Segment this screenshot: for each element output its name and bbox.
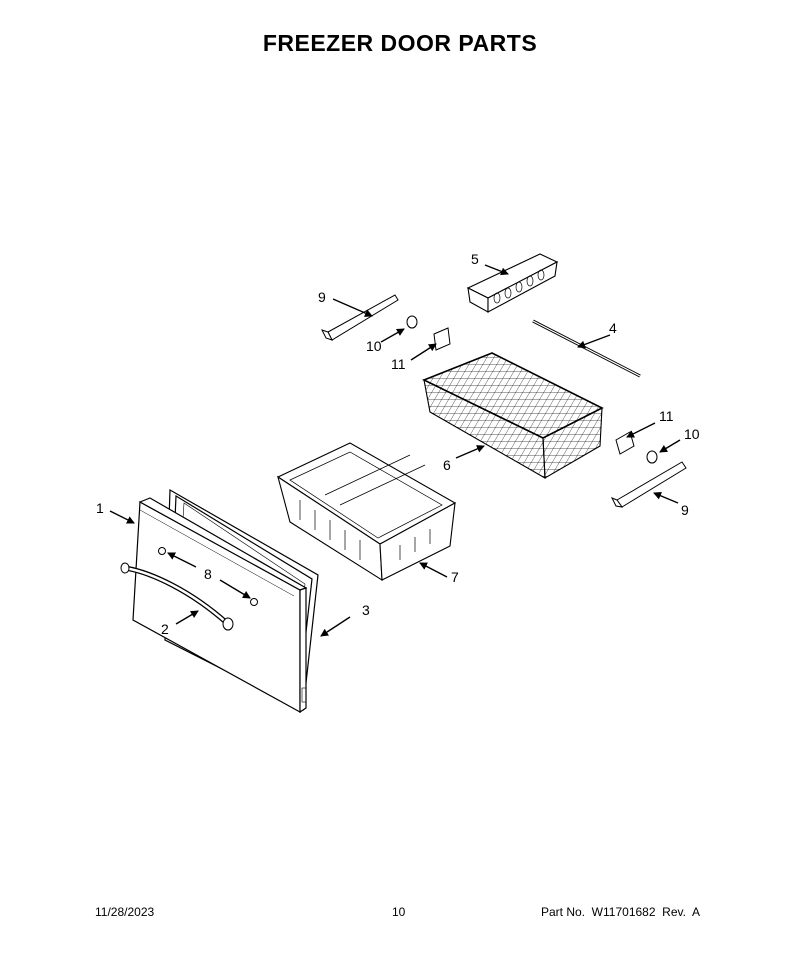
clip-part xyxy=(433,327,635,455)
lower-bin-part xyxy=(276,442,457,582)
callout-9-upper: 9 xyxy=(318,289,326,305)
slide-rail-right-part xyxy=(610,461,687,508)
callout-7: 7 xyxy=(451,569,459,585)
callout-3: 3 xyxy=(362,602,370,618)
callout-8: 8 xyxy=(204,566,212,582)
callout-9-lower: 9 xyxy=(681,502,689,518)
footer-part-number: Part No. W11701682 Rev. A xyxy=(541,905,700,919)
handle-screw-part xyxy=(158,547,258,606)
callout-5: 5 xyxy=(471,251,479,267)
callout-1: 1 xyxy=(96,500,104,516)
footer-page-number: 10 xyxy=(392,905,406,919)
callout-4: 4 xyxy=(609,320,617,336)
callout-10-lower: 10 xyxy=(684,426,700,442)
roller-part xyxy=(406,315,658,464)
rod-part xyxy=(532,319,641,378)
footer-date: 11/28/2023 xyxy=(95,905,155,919)
bracket-part xyxy=(466,253,559,313)
leader-arrows xyxy=(109,264,681,637)
door-handle-part xyxy=(120,562,234,631)
callout-11-upper: 11 xyxy=(391,356,406,372)
wire-basket-part xyxy=(422,352,604,479)
slide-rail-left-part xyxy=(321,294,399,341)
freezer-door-part xyxy=(132,497,308,714)
callout-11-lower: 11 xyxy=(659,408,674,424)
callout-6: 6 xyxy=(443,457,451,473)
callout-2: 2 xyxy=(161,621,169,637)
page-title: FREEZER DOOR PARTS xyxy=(262,30,538,56)
callout-10-upper: 10 xyxy=(366,338,382,354)
